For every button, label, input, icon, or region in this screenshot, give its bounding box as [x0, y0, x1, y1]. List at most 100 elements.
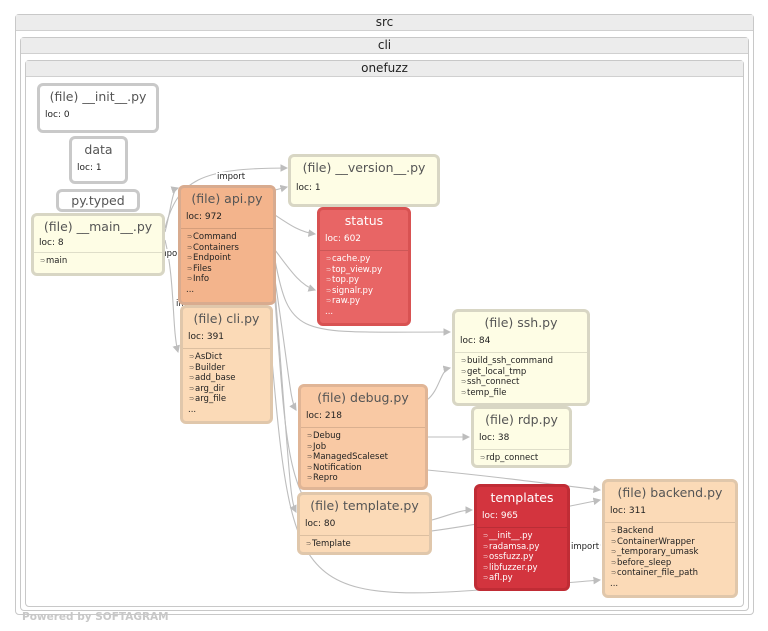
list-item[interactable]: main	[39, 256, 162, 267]
list-item[interactable]: rdp_connect	[479, 453, 569, 464]
edge-template-templates	[431, 506, 474, 521]
node-data[interactable]: data loc: 1	[69, 136, 128, 184]
node-loc: loc: 1	[296, 183, 321, 193]
node-debug-py[interactable]: (file) debug.py loc: 218 Debug Job Manag…	[298, 384, 428, 490]
list-item[interactable]: Debug	[306, 431, 425, 442]
node-title: (file) __init__.py	[49, 89, 147, 104]
list-item[interactable]: container_file_path	[610, 568, 735, 579]
edge-label-import-top: import	[216, 172, 247, 182]
node-init-py[interactable]: (file) __init__.py loc: 0	[37, 83, 159, 133]
list-item[interactable]: ssh_connect	[460, 377, 587, 388]
list-item-more: ...	[610, 578, 619, 589]
list-item[interactable]: Backend	[610, 526, 735, 537]
node-title: (file) ssh.py	[484, 315, 558, 330]
list-item-more: ...	[188, 404, 197, 415]
node-items: Backend ContainerWrapper _temporary_umas…	[605, 526, 735, 589]
powered-by-footer: Powered by SOFTAGRAM	[22, 611, 169, 623]
list-item[interactable]: Containers	[186, 243, 273, 254]
list-item[interactable]: top.py	[325, 275, 408, 286]
container-onefuzz-title: onefuzz	[26, 61, 743, 77]
node-title: (file) template.py	[310, 498, 419, 513]
list-item[interactable]: ContainerWrapper	[610, 537, 735, 548]
list-item[interactable]: ManagedScaleset	[306, 452, 425, 463]
node-title: (file) __main__.py	[43, 219, 153, 234]
node-loc: loc: 8	[39, 238, 64, 248]
node-title: py.typed	[71, 193, 125, 208]
node-cli-py[interactable]: (file) cli.py loc: 391 AsDict Builder ad…	[180, 305, 273, 424]
edge-main-version	[164, 164, 289, 229]
node-items: AsDict Builder add_base arg_dir arg_file…	[183, 352, 270, 415]
node-loc: loc: 38	[479, 433, 510, 443]
list-item[interactable]: Builder	[188, 363, 270, 374]
list-item[interactable]: before_sleep	[610, 558, 735, 569]
node-items: build_ssh_command get_local_tmp ssh_conn…	[455, 356, 587, 398]
node-template-py[interactable]: (file) template.py loc: 80 Template	[297, 492, 432, 555]
list-item[interactable]: Info	[186, 274, 273, 285]
list-item[interactable]: AsDict	[188, 352, 270, 363]
list-item[interactable]: signalr.py	[325, 286, 408, 297]
node-loc: loc: 1	[77, 163, 102, 173]
list-item[interactable]: __init__.py	[482, 531, 567, 542]
node-backend-py[interactable]: (file) backend.py loc: 311 Backend Conta…	[602, 479, 738, 598]
node-version-py[interactable]: (file) __version__.py loc: 1	[288, 154, 440, 207]
list-item[interactable]: Files	[186, 264, 273, 275]
list-item[interactable]: get_local_tmp	[460, 367, 587, 378]
node-status[interactable]: status loc: 602 cache.py top_view.py top…	[317, 207, 411, 326]
node-rdp-py[interactable]: (file) rdp.py loc: 38 rdp_connect	[471, 406, 572, 468]
node-title: (file) cli.py	[193, 311, 260, 326]
list-item[interactable]: _temporary_umask	[610, 547, 735, 558]
node-py-typed[interactable]: py.typed	[56, 189, 140, 212]
edge-label-import-main: import	[155, 249, 186, 259]
node-ssh-py[interactable]: (file) ssh.py loc: 84 build_ssh_command …	[452, 309, 590, 406]
node-title: (file) __version__.py	[302, 160, 426, 175]
list-item-more: ...	[186, 284, 195, 295]
container-src-title: src	[16, 15, 753, 31]
node-items: Debug Job ManagedScaleset Notification R…	[301, 431, 425, 484]
node-loc: loc: 84	[460, 336, 491, 346]
node-main-py[interactable]: (file) __main__.py loc: 8 main	[31, 213, 165, 276]
list-item[interactable]: temp_file	[460, 388, 587, 399]
edge-debug-backend	[426, 469, 602, 494]
list-item[interactable]: Repro	[306, 473, 425, 484]
list-item[interactable]: arg_file	[188, 394, 270, 405]
container-cli-title: cli	[21, 38, 748, 54]
edge-main-api	[164, 186, 180, 233]
node-api-py[interactable]: (file) api.py loc: 972 Command Container…	[178, 185, 276, 305]
list-item[interactable]: arg_dir	[188, 384, 270, 395]
edge-api-status-1	[274, 214, 317, 237]
list-item[interactable]: Template	[305, 539, 429, 550]
node-loc: loc: 391	[188, 332, 225, 342]
list-item[interactable]: add_base	[188, 373, 270, 384]
list-item[interactable]: afl.py	[482, 573, 567, 584]
node-loc: loc: 602	[325, 234, 362, 244]
edge-api-debug	[274, 279, 297, 411]
node-loc: loc: 965	[482, 511, 519, 521]
list-item[interactable]: Command	[186, 232, 273, 243]
list-item[interactable]: Job	[306, 442, 425, 453]
list-item[interactable]: top_view.py	[325, 265, 408, 276]
node-loc: loc: 218	[306, 411, 343, 421]
list-item[interactable]: cache.py	[325, 254, 408, 265]
node-loc: loc: 311	[610, 506, 647, 516]
list-item[interactable]: Endpoint	[186, 253, 273, 264]
list-item-more: ...	[325, 306, 334, 317]
list-item[interactable]: radamsa.py	[482, 542, 567, 553]
node-items: main	[34, 256, 162, 267]
edge-api-template	[274, 289, 297, 513]
node-templates[interactable]: templates loc: 965 __init__.py radamsa.p…	[474, 484, 570, 591]
node-title: (file) backend.py	[617, 485, 723, 500]
edge-label-import-backend: import	[570, 542, 601, 552]
edge-api-ssh	[274, 259, 452, 336]
list-item[interactable]: libfuzzer.py	[482, 563, 567, 574]
node-title: data	[84, 142, 113, 157]
list-item[interactable]: build_ssh_command	[460, 356, 587, 367]
edge-api-version	[274, 184, 289, 193]
list-item[interactable]: Notification	[306, 463, 425, 474]
node-items: rdp_connect	[474, 453, 569, 464]
list-item[interactable]: ossfuzz.py	[482, 552, 567, 563]
node-title: (file) debug.py	[317, 390, 409, 405]
list-item[interactable]: raw.py	[325, 296, 408, 307]
edge-api-status-2	[274, 249, 317, 292]
node-loc: loc: 972	[186, 212, 223, 222]
node-title: status	[344, 213, 384, 228]
